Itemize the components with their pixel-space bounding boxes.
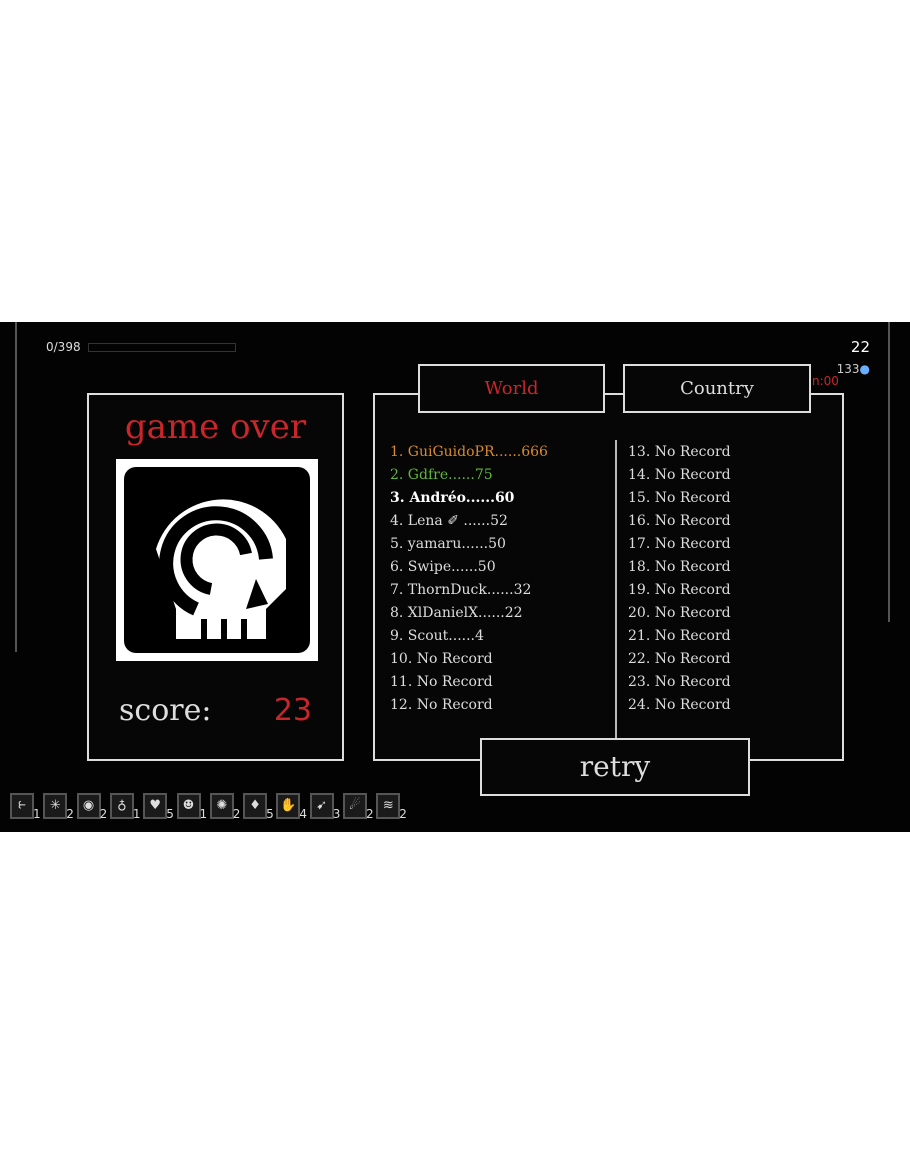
upgrade-count: 3 bbox=[332, 807, 341, 821]
leaderboard-entry: 15. No Record bbox=[628, 490, 731, 506]
leaderboard-entry: 1. GuiGuidoPR......666 bbox=[390, 444, 548, 460]
timer: n:00 bbox=[812, 374, 839, 388]
hand-icon: ✋ bbox=[280, 798, 297, 813]
upgrade-count: 2 bbox=[66, 807, 74, 821]
comet-icon: ☄ bbox=[349, 798, 361, 813]
leaderboard-entry: 19. No Record bbox=[628, 582, 731, 598]
leaderboard-entry: 16. No Record bbox=[628, 513, 731, 529]
leaderboard-entry: 2. Gdfre......75 bbox=[390, 467, 493, 483]
leaderboard-entry: 14. No Record bbox=[628, 467, 731, 483]
score-value: 23 bbox=[273, 693, 312, 728]
drop-icon: ♦ bbox=[249, 798, 261, 813]
leaderboard-entry: 17. No Record bbox=[628, 536, 731, 552]
level-counter: 22 bbox=[850, 338, 870, 356]
upgrade-count: 2 bbox=[232, 807, 241, 821]
souls-value: 133 bbox=[836, 362, 860, 376]
wing-icon: ➹ bbox=[316, 798, 328, 813]
heart-plus-icon: ♥ bbox=[149, 798, 162, 813]
upgrade-count: 1 bbox=[132, 807, 141, 821]
upgrade-slot: ✺2 bbox=[209, 793, 240, 821]
tab-world[interactable]: World bbox=[418, 364, 605, 413]
upgrade-count: 5 bbox=[166, 807, 174, 821]
upgrade-count: 2 bbox=[99, 807, 108, 821]
upgrade-slot: ♥5 bbox=[143, 793, 174, 821]
upgrade-slot: ♁1 bbox=[109, 793, 141, 821]
leaderboard-entry: 5. yamaru......50 bbox=[390, 536, 506, 552]
leaderboard-entry: 8. XlDanielX......22 bbox=[390, 605, 523, 621]
game-over-title: game over bbox=[124, 407, 307, 447]
upgrade-count: 1 bbox=[199, 807, 208, 821]
wall bbox=[15, 322, 17, 652]
column-divider bbox=[615, 440, 617, 765]
horn-icon: ⥼ bbox=[16, 798, 28, 813]
leaderboard-entry: 18. No Record bbox=[628, 559, 731, 575]
leaderboard-entry: 20. No Record bbox=[628, 605, 731, 621]
upgrade-slot: ☄2 bbox=[343, 793, 374, 821]
leaderboard-entry: 4. Lena ✐ ......52 bbox=[390, 513, 508, 529]
xp-counter: 0/398 bbox=[46, 340, 81, 354]
leaderboard-entry: 3. Andréo......60 bbox=[390, 490, 515, 506]
upgrade-count: 1 bbox=[33, 807, 41, 821]
xp-bar bbox=[88, 343, 236, 352]
eye-icon: ◉ bbox=[82, 798, 95, 813]
upgrade-slot: ◉2 bbox=[76, 793, 107, 821]
leaderboard-entry: 12. No Record bbox=[390, 697, 493, 713]
upgrade-slot: ≋2 bbox=[376, 793, 407, 821]
leaderboard-entry: 23. No Record bbox=[628, 674, 731, 690]
wall bbox=[888, 322, 890, 622]
leaderboard-entry: 21. No Record bbox=[628, 628, 731, 644]
upgrade-slot: ✳2 bbox=[43, 793, 74, 821]
leaderboard-entry: 10. No Record bbox=[390, 651, 493, 667]
upgrade-slot: ♦5 bbox=[243, 793, 274, 821]
soul-flame-icon: ● bbox=[859, 362, 870, 376]
skull-emblem-icon bbox=[116, 459, 318, 661]
skull-flame-icon: ☻ bbox=[182, 798, 195, 813]
sun-icon: ✺ bbox=[216, 798, 228, 813]
leaderboard-entry: 11. No Record bbox=[390, 674, 493, 690]
game-screen: 0/398 22 133● n:00 game over score: 23 1… bbox=[0, 322, 910, 832]
upgrade-count: 2 bbox=[399, 807, 407, 821]
tab-country[interactable]: Country bbox=[623, 364, 811, 413]
leaderboard-panel: 1. GuiGuidoPR......666 2. Gdfre......75 3.… bbox=[373, 393, 844, 765]
leaderboard-entry: 9. Scout......4 bbox=[390, 628, 484, 644]
upgrade-count: 5 bbox=[266, 807, 274, 821]
upgrade-count: 2 bbox=[366, 807, 374, 821]
flask-icon: ♁ bbox=[117, 798, 127, 813]
leaderboard-entry: 6. Swipe......50 bbox=[390, 559, 496, 575]
upgrade-slot: ⥼1 bbox=[10, 793, 41, 821]
game-over-card: game over score: 23 bbox=[87, 393, 344, 761]
burst-icon: ✳ bbox=[49, 798, 61, 813]
upgrade-slot: ➹3 bbox=[309, 793, 340, 821]
retry-button[interactable]: retry bbox=[480, 738, 750, 796]
upgrade-count: 4 bbox=[299, 807, 308, 821]
upgrade-slot: ☻1 bbox=[176, 793, 207, 821]
score-label: score: bbox=[119, 693, 212, 728]
souls-counter: 133● bbox=[837, 362, 870, 376]
leaderboard-entry: 7. ThornDuck......32 bbox=[390, 582, 532, 598]
upgrade-slot: ✋4 bbox=[276, 793, 307, 821]
leaderboard-entry: 22. No Record bbox=[628, 651, 731, 667]
leaderboard-entry: 13. No Record bbox=[628, 444, 731, 460]
wind-icon: ≋ bbox=[382, 798, 394, 813]
leaderboard-entry: 24. No Record bbox=[628, 697, 731, 713]
